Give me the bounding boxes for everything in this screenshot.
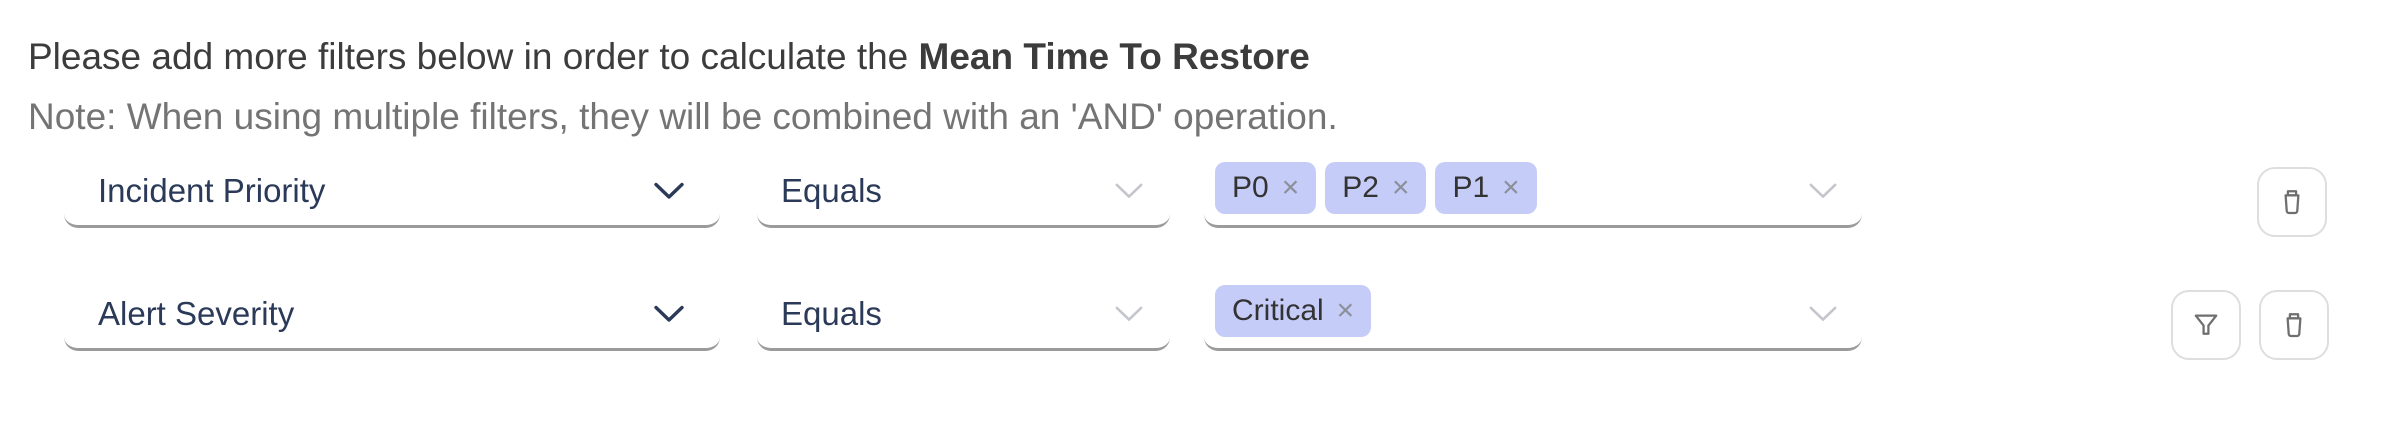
delete-filter-button[interactable] xyxy=(2257,167,2327,237)
operator-select[interactable]: Equals xyxy=(757,280,1170,351)
value-tag-label: P2 xyxy=(1342,171,1379,204)
trash-icon xyxy=(2277,308,2311,342)
delete-filter-button[interactable] xyxy=(2259,290,2329,360)
value-tag-label: Critical xyxy=(1232,294,1324,327)
value-tag: P1 × xyxy=(1435,162,1537,214)
remove-tag-icon[interactable]: × xyxy=(1502,171,1520,204)
remove-tag-icon[interactable]: × xyxy=(1391,171,1410,204)
trash-icon xyxy=(2275,185,2309,219)
filter-prompt-text: Please add more filters below in order t… xyxy=(28,36,909,77)
remove-tag-icon[interactable]: × xyxy=(1281,171,1300,204)
metric-name: Mean Time To Restore xyxy=(918,36,1310,77)
funnel-icon xyxy=(2189,308,2223,342)
chevron-down-icon xyxy=(1809,306,1837,323)
values-multiselect[interactable]: P0 × P2 × P1 × xyxy=(1204,157,1862,228)
chevron-down-icon xyxy=(654,305,684,323)
remove-tag-icon[interactable]: × xyxy=(1336,294,1355,327)
filter-prompt: Please add more filters below in order t… xyxy=(28,36,1310,78)
field-select[interactable]: Incident Priority xyxy=(64,157,720,228)
field-select-value: Alert Severity xyxy=(98,295,295,332)
value-tag: Critical × xyxy=(1215,285,1372,337)
chevron-down-icon xyxy=(1115,306,1143,323)
operator-select[interactable]: Equals xyxy=(757,157,1170,228)
chevron-down-icon xyxy=(1809,183,1837,200)
value-tag-label: P1 xyxy=(1452,171,1490,204)
value-tag-label: P0 xyxy=(1232,171,1269,204)
field-select[interactable]: Alert Severity xyxy=(64,280,720,351)
selected-values: Critical × xyxy=(1215,285,1372,337)
value-tag: P2 × xyxy=(1325,162,1427,214)
operator-select-value: Equals xyxy=(781,172,882,209)
filter-values-button[interactable] xyxy=(2171,290,2241,360)
filter-note: Note: When using multiple filters, they … xyxy=(28,96,1338,137)
value-tag: P0 × xyxy=(1215,162,1317,214)
field-select-value: Incident Priority xyxy=(98,172,326,209)
chevron-down-icon xyxy=(654,182,684,200)
operator-select-value: Equals xyxy=(781,295,882,332)
values-multiselect[interactable]: Critical × xyxy=(1204,280,1862,351)
selected-values: P0 × P2 × P1 × xyxy=(1215,162,1537,214)
chevron-down-icon xyxy=(1115,183,1143,200)
